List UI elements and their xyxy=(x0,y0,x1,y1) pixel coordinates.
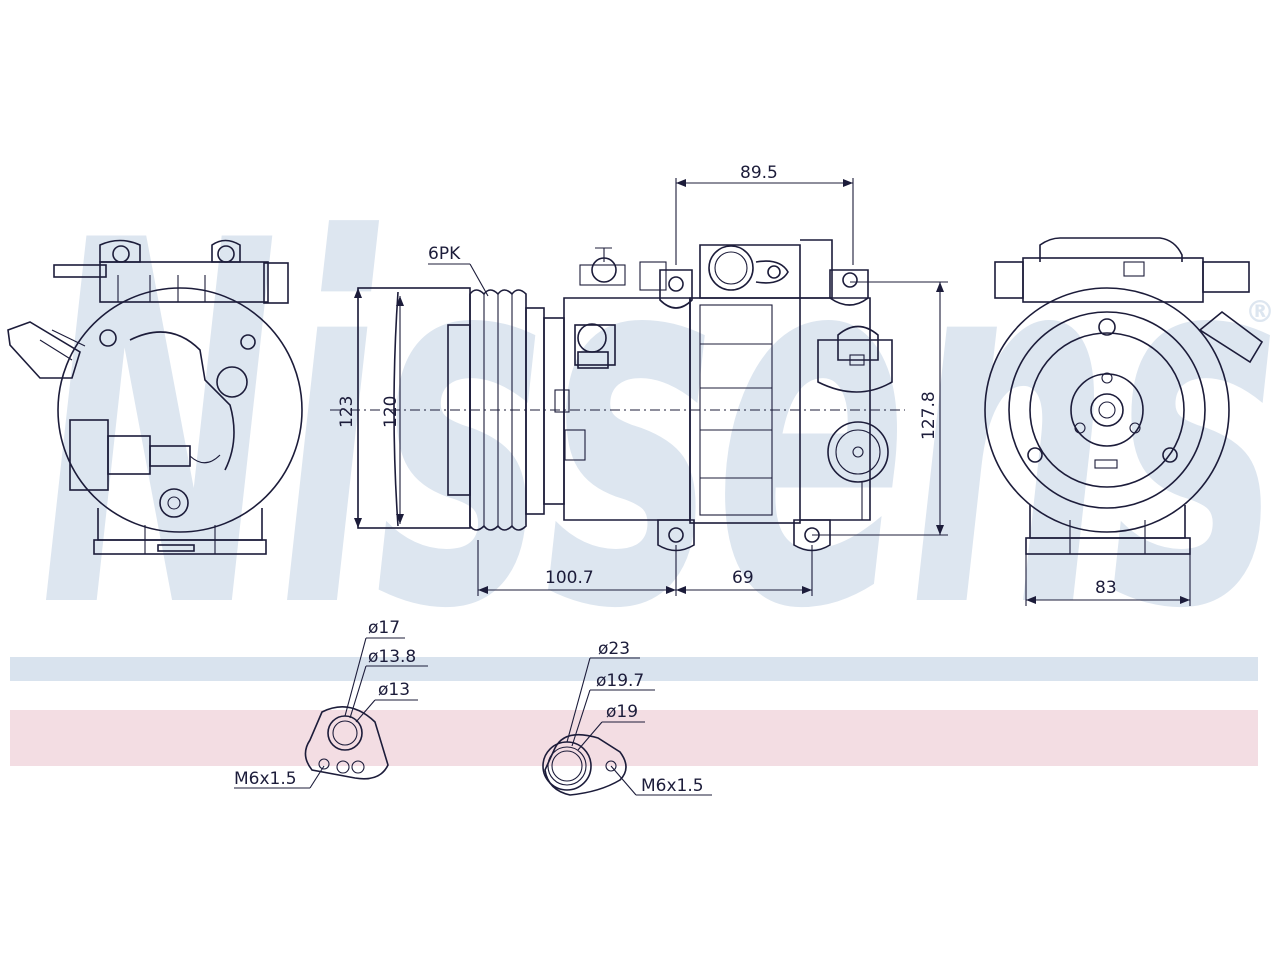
label-mount-spacing: 69 xyxy=(732,568,754,588)
label-belt: 6PK xyxy=(428,244,461,264)
watermark-text: Nissens xyxy=(40,136,1280,718)
label-pulley-inner: 120 xyxy=(381,396,401,428)
label-top-width: 89.5 xyxy=(740,163,778,183)
fitting-large: ø23 ø19.7 ø19 M6x1.5 xyxy=(542,639,712,796)
fitting-large-thread: M6x1.5 xyxy=(641,776,704,796)
fitting-small-d-outer: ø17 xyxy=(368,618,400,638)
compressor-side-view xyxy=(330,239,905,552)
brand-watermark: Nissens ® xyxy=(40,136,1280,718)
fitting-small: ø17 ø13.8 ø13 M6x1.5 xyxy=(234,618,428,789)
compressor-front-view xyxy=(7,239,303,555)
fitting-small-thread: M6x1.5 xyxy=(234,769,297,789)
dimension-labels: 89.5 6PK 123 120 127.8 100.7 69 83 xyxy=(337,163,1117,598)
brand-band-pink xyxy=(10,710,1258,766)
fitting-large-d-outer: ø23 xyxy=(598,639,630,659)
fitting-large-d-mid: ø19.7 xyxy=(596,671,644,691)
registered-mark: ® xyxy=(1245,295,1275,330)
brand-band-blue xyxy=(10,657,1258,681)
fitting-small-d-inner: ø13 xyxy=(378,680,410,700)
compressor-rear-view xyxy=(984,237,1264,555)
fitting-large-d-inner: ø19 xyxy=(606,702,638,722)
label-rear-width: 83 xyxy=(1095,578,1117,598)
label-height: 127.8 xyxy=(919,391,939,440)
label-pulley-outer: 123 xyxy=(337,396,357,428)
dimension-lines xyxy=(354,178,1191,606)
label-pulley-offset: 100.7 xyxy=(545,568,594,588)
fitting-small-d-mid: ø13.8 xyxy=(368,647,416,667)
